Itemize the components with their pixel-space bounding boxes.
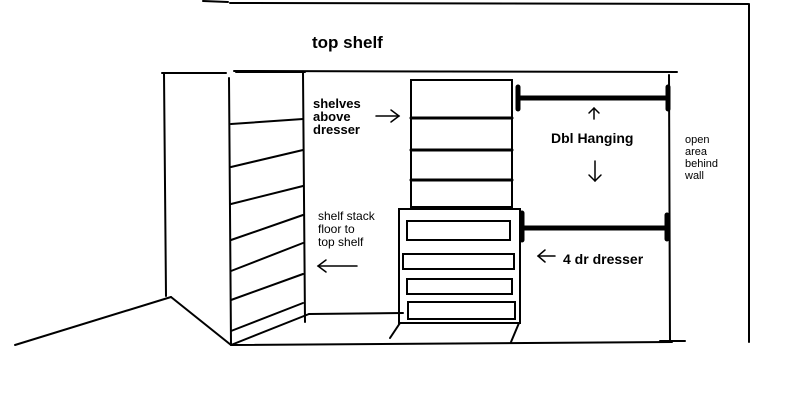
closet-floor [230,312,686,346]
arrow-down-icon [588,160,602,183]
top-shelf-line [233,70,678,73]
dresser-label: 4 dr dresser [563,251,644,267]
shelf-stack-label: shelf stack floor to top shelf [318,209,375,249]
arrow-right-icon [375,109,401,123]
arrow-left-icon [316,259,358,273]
upper-hanging-rod [515,84,671,112]
dresser [389,208,521,343]
left-wall [14,72,232,346]
arrow-up-icon [588,106,600,120]
shelves-above-dresser-label: shelves above dresser [313,96,361,137]
lower-hanging-rod [519,210,670,243]
dbl-hanging-label: Dbl Hanging [551,130,634,146]
shelves-above-dresser [409,79,514,208]
drawer-4 [407,301,516,320]
arrow-left-dresser-icon [536,249,556,263]
top-shelf-label: top shelf [312,33,383,52]
drawer-3 [406,278,513,295]
side-shelf-stack [230,71,306,332]
right-interior-wall [668,74,671,343]
open-area-label: open area behind wall [685,134,719,182]
outer-wall [202,0,750,343]
drawer-1 [406,220,511,241]
drawer-2 [402,253,515,270]
